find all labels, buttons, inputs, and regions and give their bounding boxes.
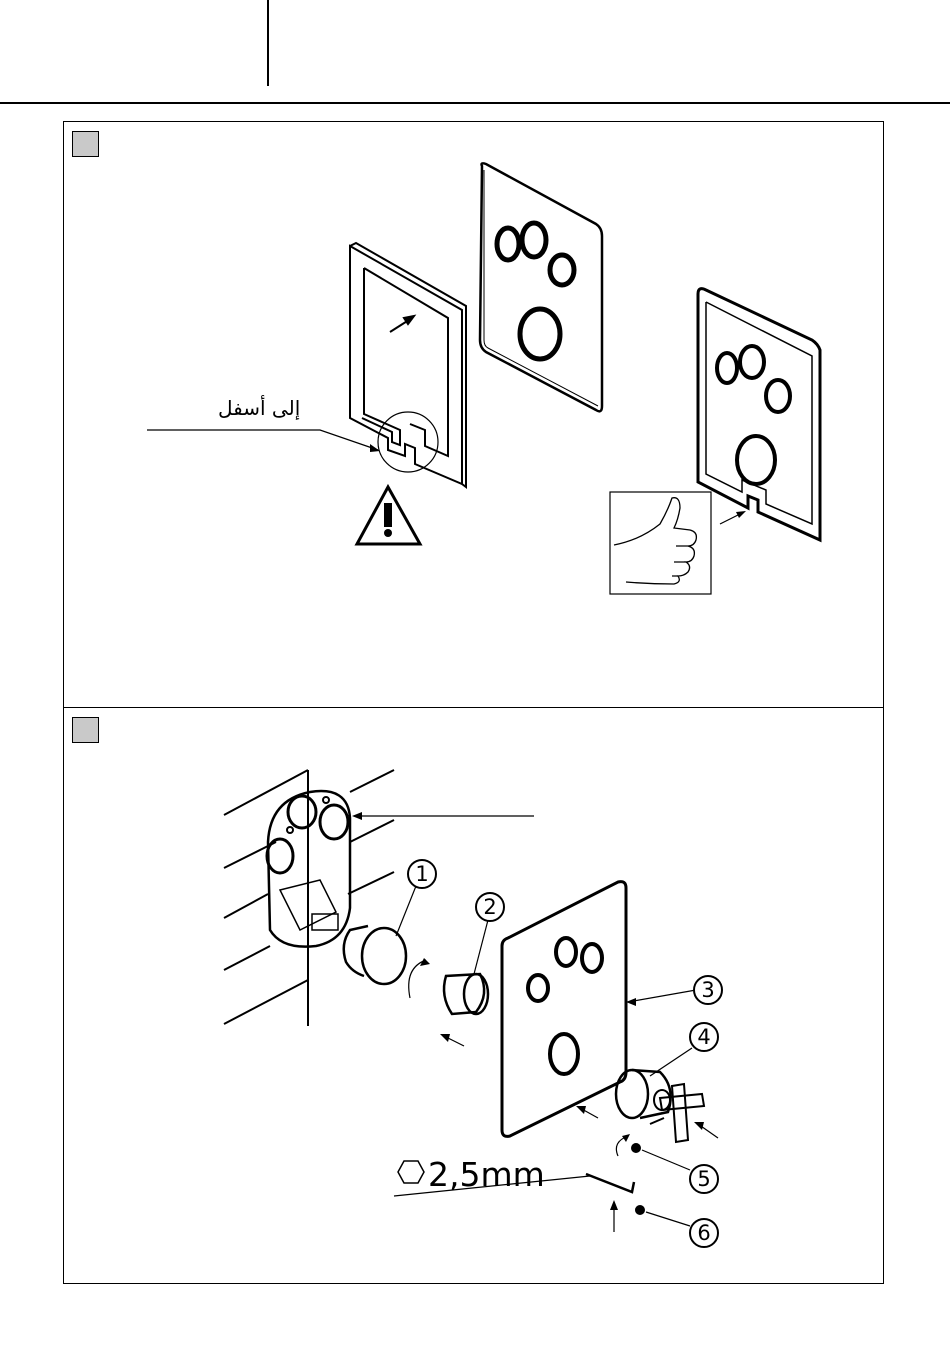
- hex-key-size-label: 2,5mm: [428, 1155, 545, 1194]
- callout-4: 4: [689, 1022, 719, 1052]
- seal-gasket: [350, 243, 466, 487]
- cover-plate: [480, 163, 602, 411]
- trim-plate: [502, 882, 626, 1137]
- assembled-plate: [698, 289, 820, 540]
- warning-icon: [357, 487, 420, 544]
- callout-1: 1: [407, 859, 437, 889]
- callout-5: 5: [689, 1164, 719, 1194]
- down-direction-label: إلى أسفل: [218, 396, 300, 420]
- thumbs-up-box: [610, 492, 711, 594]
- part-cap: [636, 1206, 644, 1214]
- callout-6: 6: [689, 1218, 719, 1248]
- part-cartridge: [444, 974, 488, 1014]
- part-handle: [616, 1070, 704, 1142]
- callout-2: 2: [475, 892, 505, 922]
- allen-key: [586, 1174, 634, 1192]
- callout-3: 3: [693, 975, 723, 1005]
- part-screw: [632, 1144, 640, 1152]
- thumbs-up-icon: [614, 498, 696, 584]
- hex-key-icon: [398, 1161, 424, 1183]
